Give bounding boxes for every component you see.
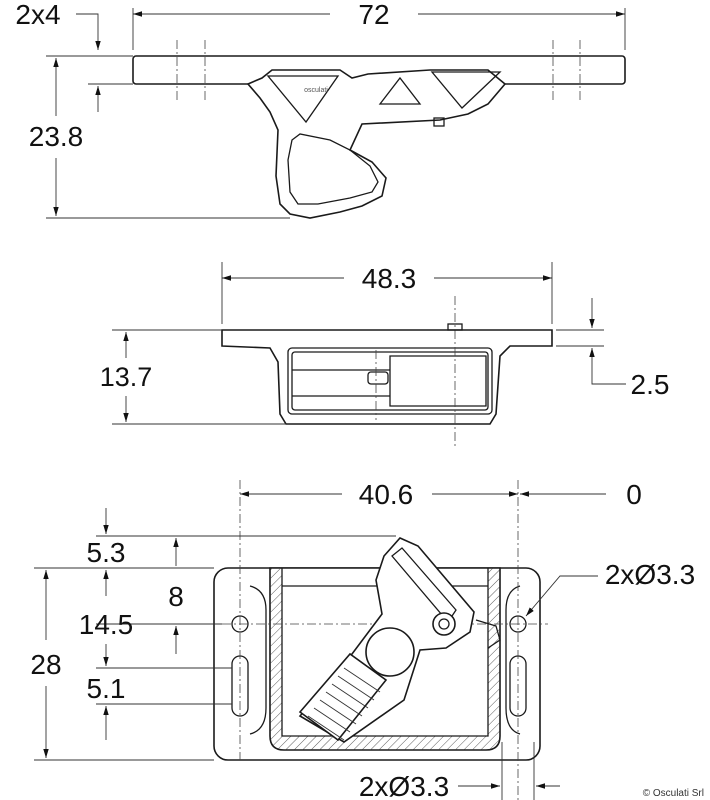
dim-mid-length: 48.3 bbox=[362, 263, 417, 294]
copyright-notice: © Osculati Srl bbox=[643, 788, 704, 799]
side-view: osculati 72 2x4 23.8 bbox=[15, 0, 626, 219]
spring-thread bbox=[298, 652, 388, 742]
dim-bot-offset-top: 5.3 bbox=[87, 537, 126, 568]
dim-bot-length: 40.6 bbox=[359, 479, 414, 510]
dim-hole-bottom: 2xØ3.3 bbox=[359, 771, 449, 800]
dim-mid-thickness: 2.5 bbox=[631, 369, 670, 400]
dim-bot-slot: 5.1 bbox=[87, 673, 126, 704]
dim-top-length: 72 bbox=[358, 0, 389, 30]
dim-bot-offset-8: 8 bbox=[168, 581, 184, 612]
dim-bot-height: 28 bbox=[30, 649, 61, 680]
dim-bot-offset-14: 14.5 bbox=[79, 609, 134, 640]
plan-view: 40.6 0 5.3 8 14.5 28 5.1 2xØ3.3 bbox=[30, 479, 695, 800]
front-view-flange bbox=[221, 329, 553, 425]
brand-mark: osculati bbox=[304, 87, 328, 94]
dim-bot-zero: 0 bbox=[626, 479, 642, 510]
dim-top-holes: 2x4 bbox=[15, 0, 60, 30]
front-view: 48.3 13.7 2.5 bbox=[100, 262, 670, 446]
dim-hole-right: 2xØ3.3 bbox=[605, 559, 695, 590]
dim-top-height: 23.8 bbox=[29, 121, 84, 152]
side-view-latch-body bbox=[246, 69, 507, 219]
pivot-pin bbox=[432, 612, 456, 636]
dim-mid-height: 13.7 bbox=[100, 362, 153, 392]
